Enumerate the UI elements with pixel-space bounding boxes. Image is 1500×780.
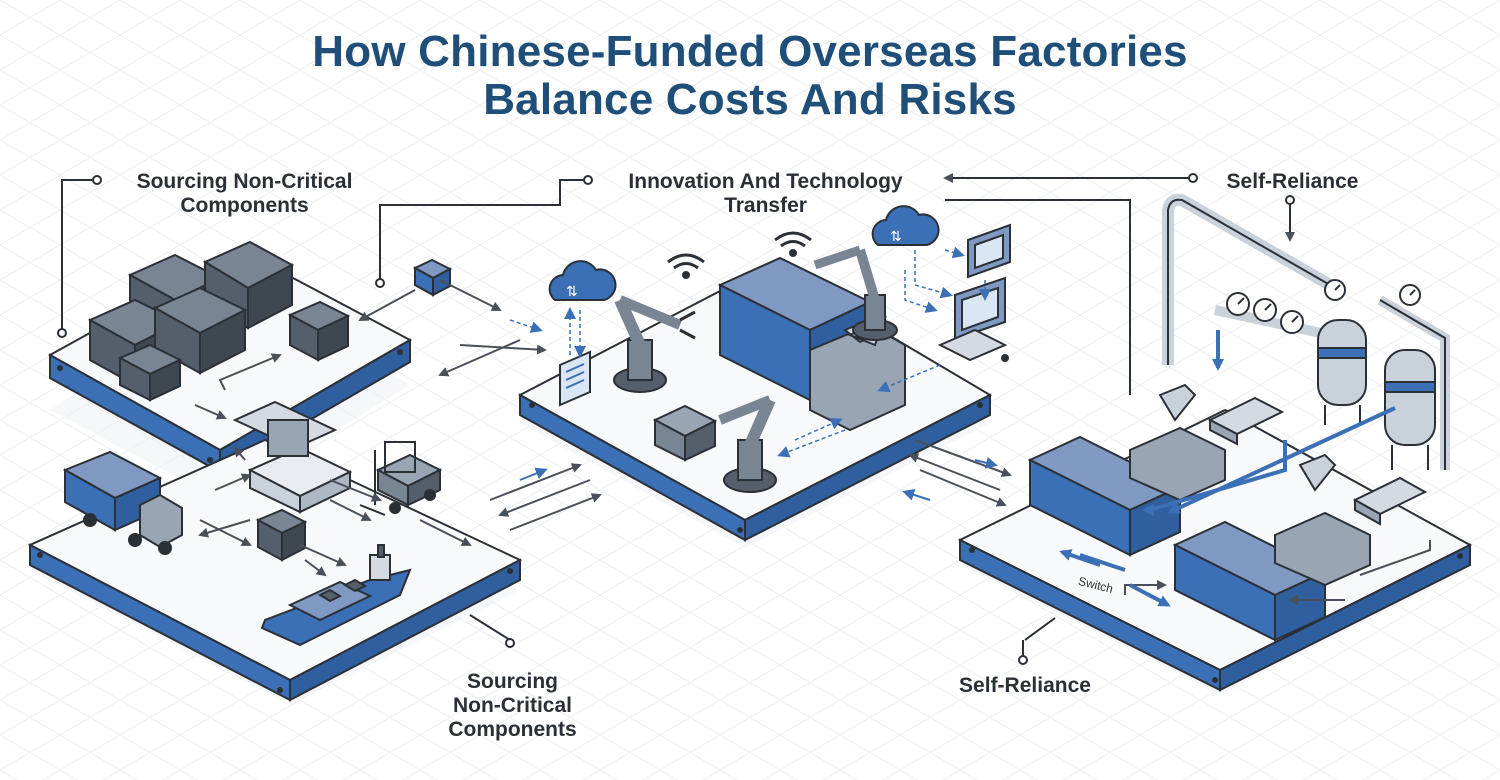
chip-cube-icon [412,258,453,297]
crate-icon [255,508,308,562]
label-sourcing-bottom-line-3: Components [448,718,577,741]
label-sourcing-top: Sourcing Non-Critical Components [112,170,377,218]
svg-text:⇅: ⇅ [566,284,578,300]
storage-tank-icon [1317,319,1367,425]
title-line-2: Balance Costs And Risks [483,75,1017,124]
dashed-data-arrows [509,246,991,458]
conveyor-icon [1352,476,1428,526]
label-sourcing-bottom-line-2: Non-Critical [452,694,572,717]
label-self-reliance-top: Self-Reliance [1226,170,1359,193]
chip-cube-icon [652,404,718,462]
wifi-icon [667,253,705,279]
cloud-sync-icon: ⇅ [871,205,940,246]
computer-icon [937,276,1009,362]
pipe-system [1162,193,1450,470]
label-sourcing-bottom: Sourcing Non-Critical Components [430,670,595,742]
label-sourcing-top-line-2: Components [180,194,309,217]
processing-machine [232,400,353,514]
forklift-icon [359,441,443,516]
label-innovation: Innovation And Technology Transfer [598,170,933,218]
label-sourcing-top-line-1: Sourcing Non-Critical [136,170,353,193]
blue-flow-arrows [1059,330,1396,607]
robot-arm-icon [718,395,777,493]
conveyor-icon [1207,396,1285,446]
platform-rivets [37,349,1463,693]
page-title: How Chinese-Funded Overseas Factories Ba… [0,28,1500,124]
truck-icon [62,450,183,555]
svg-text:⇅: ⇅ [890,229,902,245]
title-line-1: How Chinese-Funded Overseas Factories [312,27,1188,76]
crate-icon [287,300,351,362]
wifi-icon [774,231,812,257]
crate-stack [87,240,295,402]
injection-molding-machine-icon [1172,453,1371,642]
cloud-sync-icon: ⇅ [548,260,617,301]
label-innovation-line-2: Transfer [724,194,807,217]
gauge-icon [1226,279,1421,334]
label-innovation-line-1: Innovation And Technology [628,170,903,193]
injection-molding-machine-icon [1027,383,1226,557]
flow-arrows [194,279,1431,605]
cargo-ship-icon [260,544,412,647]
monitor-icon [967,223,1011,279]
robot-arm-icon [613,295,696,393]
robot-arm-icon [813,245,898,341]
storage-tank-icon [1384,349,1436,470]
label-sourcing-bottom-line-1: Sourcing [466,670,558,693]
label-self-reliance-bottom: Self-Reliance [959,674,1091,697]
injection-molding-machine-icon [717,256,906,432]
label-connectors [57,173,1295,665]
